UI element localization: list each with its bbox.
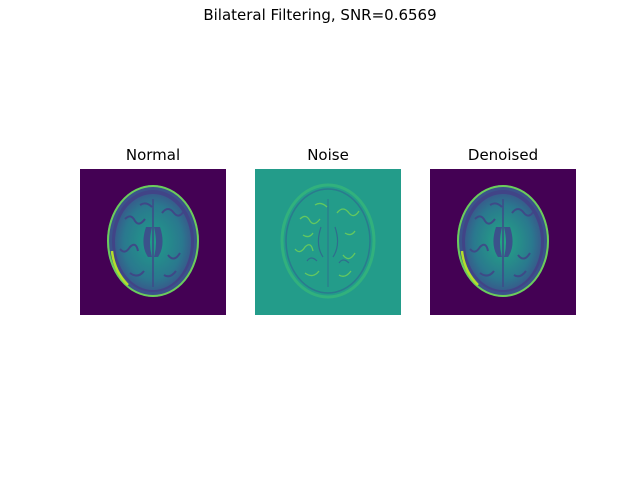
panel-title-denoised: Denoised (467, 146, 539, 164)
mri-noise-svg (255, 169, 401, 315)
mri-image-normal (80, 169, 226, 315)
panel-title-normal: Normal (125, 146, 181, 164)
mri-denoised-svg (430, 169, 576, 315)
panel-normal: Normal (80, 145, 226, 315)
panel-title-noise: Noise (307, 146, 349, 164)
panel-denoised: Denoised (430, 145, 576, 315)
mri-image-denoised (430, 169, 576, 315)
figure-title: Bilateral Filtering, SNR=0.6569 (203, 6, 437, 24)
panel-noise: Noise (255, 145, 401, 315)
mri-normal-svg (80, 169, 226, 315)
mri-image-noise (255, 169, 401, 315)
